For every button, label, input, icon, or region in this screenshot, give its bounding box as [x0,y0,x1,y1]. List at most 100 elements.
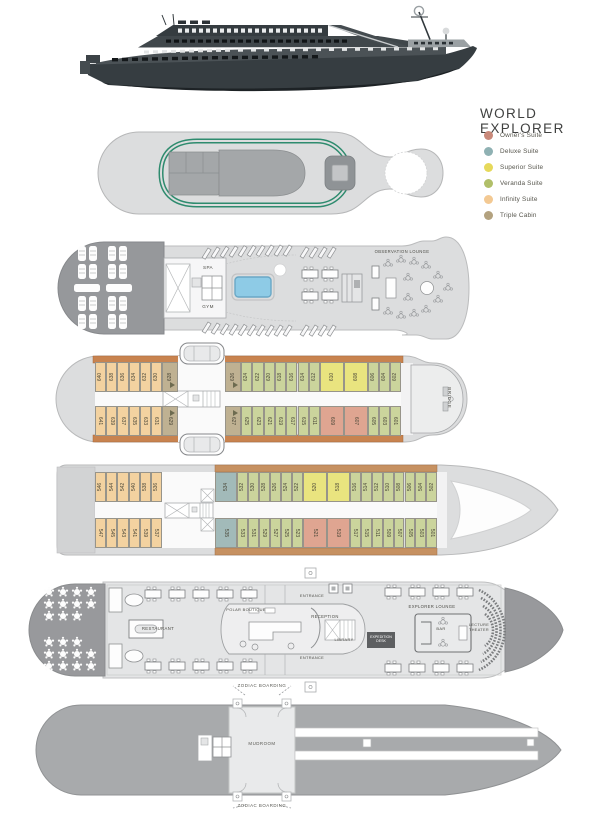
cabin-622: 622 [252,362,264,392]
cabin-630: 630 [151,362,163,392]
cabin-538: 538 [139,472,151,502]
cabin-514: 514 [360,472,372,502]
cabin-515: 515 [360,518,372,548]
cabin-524: 524 [281,472,292,502]
stern-loungers [74,245,132,330]
cabin-635: 635 [128,406,140,436]
legend-item: Triple Cabin [484,207,543,223]
deck-3-plan: ZODIAC BOARDING ZODIAC BOARDING MUDROOM [33,683,565,811]
deck-4-svg [28,567,564,693]
cabin-539: 539 [139,518,151,548]
legend-label: Triple Cabin [500,211,537,219]
stair-boxes [200,488,215,532]
cabin-604: 604 [379,362,391,392]
lifeboat-bottom [179,433,225,456]
cabin-529: 529 [259,518,270,548]
cabin-638: 638 [106,362,118,392]
deck-7-svg [57,236,470,340]
cabin-609: 609 [320,406,345,436]
cabin-620: 620 [263,362,275,392]
cabin-545: 545 [106,518,118,548]
cabin-619: 619 [274,406,287,436]
restaurant-furniture [108,585,266,675]
legend-item: Veranda Suite [484,175,543,191]
legend-label: Veranda Suite [500,179,543,187]
cabin-618: 618 [274,362,287,392]
elevator-core [162,390,221,408]
cabin-535: 535 [215,518,237,548]
observation-lounge-furniture [371,254,453,319]
cabin-634: 634 [128,362,140,392]
cabin-637: 637 [117,406,129,436]
cabin-505: 505 [404,518,416,548]
cabin-611: 611 [308,406,321,436]
deck-8-svg [97,131,444,215]
cabin-625: 625 [241,406,253,436]
legend-item: Infinity Suite [484,191,543,207]
cabin-542: 542 [117,472,129,502]
cabin-624: 624 [241,362,253,392]
corridors [294,727,539,761]
entrance-bottom-label: ENTRANCE [299,655,325,660]
mudroom-label: MUDROOM [248,741,276,746]
deck-7-plan: SPA GYM OBSERVATION LOUNGE [56,234,470,342]
cabin-616: 616 [286,362,298,392]
polar-boutique-label: POLAR BOUTIQUE [226,607,266,612]
cabin-510: 510 [382,472,394,502]
legend-swatch [484,130,493,140]
legend-label: Infinity Suite [500,195,538,203]
spa-gym-block [163,257,227,319]
cabin-640: 640 [95,362,107,392]
cabin-520: 520 [303,472,327,502]
legend-label: Superior Suite [500,163,544,171]
deck-4-stern-platform [28,583,106,677]
cabin-511: 511 [371,518,383,548]
ship-profile-svg [80,5,477,92]
cabin-603: 603 [379,406,391,436]
cabin-527: 527 [270,518,281,548]
reception-label: RECEPTION [311,614,339,619]
cabin-531: 531 [248,518,259,548]
explorer-lounge-label: EXPLORER LOUNGE [408,604,456,609]
cabin-528: 528 [259,472,270,502]
cabin-641: 641 [95,406,107,436]
cabin-601: 601 [390,406,402,436]
cabin-525: 525 [281,518,292,548]
cabin-518: 518 [326,472,350,502]
cabin-508: 508 [393,472,405,502]
legend-swatch [484,162,493,172]
deck-8-plan [93,127,445,219]
cabin-516: 516 [350,472,361,502]
ship-hull [86,46,477,92]
elevator-core [164,502,214,519]
restaurant-label: RESTAURANT [141,626,175,631]
cabin-532: 532 [237,472,248,502]
cabin-521: 521 [303,518,327,548]
cabin-631: 631 [151,406,163,436]
cabin-608: 608 [344,362,369,392]
ship-superstructure [80,5,471,74]
cabin-632: 632 [139,362,151,392]
cabin-523: 523 [292,518,303,548]
legend-swatch [484,194,493,204]
cabin-602: 602 [390,362,402,392]
library-label: LIBRARY [334,637,354,642]
legend-swatch [484,146,493,156]
stairs-arrow-626 [233,382,238,388]
legend-label: Deluxe Suite [500,147,539,155]
helipad-circle [384,151,428,195]
cabin-607: 607 [344,406,369,436]
observation-lounge-label: OBSERVATION LOUNGE [374,249,430,254]
cabin-615: 615 [297,406,309,436]
ship-profile-illustration [78,3,483,98]
legend-label: Owner's Suite [500,131,543,139]
cabin-543: 543 [117,518,129,548]
cabin-606: 606 [368,362,380,392]
deck-7-outline [159,236,470,340]
legend-item: Deluxe Suite [484,143,543,159]
